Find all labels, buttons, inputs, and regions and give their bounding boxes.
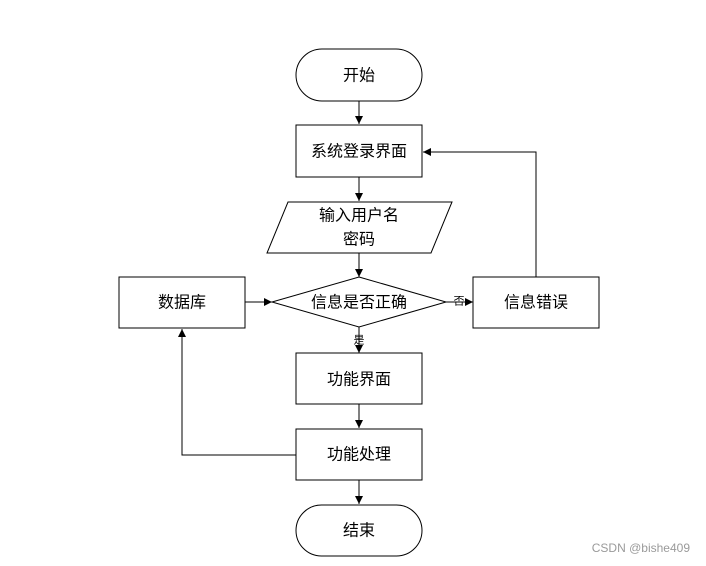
login-screen-node: 系统登录界面 [295, 124, 423, 178]
function-screen-node: 功能界面 [295, 352, 423, 405]
decision-node: 信息是否正确 [270, 276, 448, 328]
end-node: 结束 [295, 504, 423, 557]
info-error-node: 信息错误 [472, 276, 600, 329]
edge-error-to-login [423, 148, 537, 277]
start-label: 开始 [343, 66, 375, 85]
edge-process-to-database [178, 329, 296, 456]
info-error-label: 信息错误 [504, 293, 568, 312]
no-edge-label: 否 [454, 295, 465, 308]
function-process-node: 功能处理 [295, 428, 423, 481]
input-label-line2: 密码 [343, 230, 375, 249]
yes-edge-label: 是 [354, 334, 365, 347]
input-node: 输入用户名 密码 [266, 201, 453, 254]
start-node: 开始 [295, 48, 423, 102]
end-label: 结束 [343, 521, 375, 540]
login-screen-label: 系统登录界面 [311, 142, 407, 161]
function-process-label: 功能处理 [327, 445, 391, 464]
input-label-line1: 输入用户名 [319, 206, 399, 225]
database-label: 数据库 [158, 293, 206, 312]
watermark-text: CSDN @bishe409 [592, 541, 691, 555]
function-screen-label: 功能界面 [327, 370, 391, 389]
decision-label: 信息是否正确 [311, 293, 407, 312]
database-node: 数据库 [118, 276, 246, 329]
